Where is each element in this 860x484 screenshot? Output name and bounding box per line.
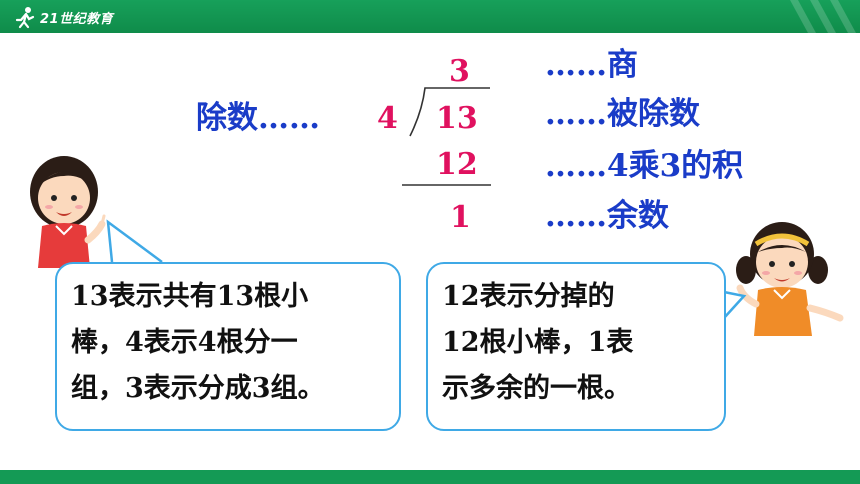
left-speech-bubble: 13表示共有13根小 棒，4表示4根分一 组，3表示分成3组。	[55, 262, 401, 431]
runner-logo-icon	[15, 7, 35, 29]
left-bubble-line: 13表示共有13根小	[71, 281, 309, 312]
quotient: 3	[449, 54, 470, 89]
remainder-label: ……余数	[545, 198, 669, 234]
right-bubble-line: 12根小棒，1表	[442, 327, 634, 358]
header-bar: 21世纪教育	[0, 0, 860, 33]
right-speech-bubble: 12表示分掉的 12根小棒，1表 示多余的一根。	[426, 262, 726, 431]
right-bubble-line: 12表示分掉的	[442, 281, 615, 312]
remainder: 1	[450, 200, 471, 235]
girl-character-icon	[30, 156, 106, 268]
left-bubble-line: 组，3表示分成3组。	[71, 373, 325, 404]
dividend-label: ……被除数	[545, 96, 700, 132]
left-bubble-line: 棒，4表示4根分一	[71, 327, 298, 358]
divisor-label: 除数……	[196, 100, 320, 136]
quotient-label: ……商	[545, 47, 638, 83]
product: 12	[436, 147, 478, 182]
girl-with-pigtails-icon	[736, 222, 844, 336]
right-bubble-line: 示多余的一根。	[442, 373, 631, 404]
dividend: 13	[436, 101, 478, 136]
footer-bar	[0, 470, 860, 484]
product-label: ……4乘3的积	[545, 148, 744, 184]
divisor: 4	[377, 101, 398, 136]
logo: 21世纪教育	[14, 5, 113, 29]
header-stripes	[790, 0, 856, 33]
logo-text: 21世纪教育	[40, 11, 114, 27]
